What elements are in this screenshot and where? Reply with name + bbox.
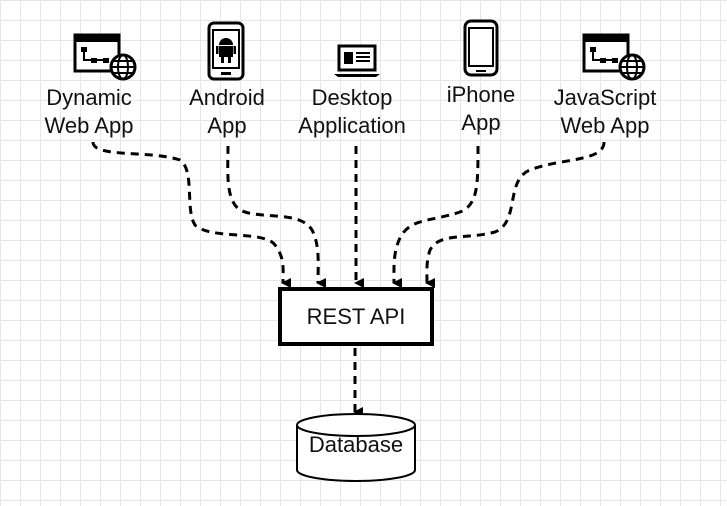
client-label-line1: Android bbox=[189, 85, 265, 110]
client-label-line2: Application bbox=[298, 113, 406, 138]
rest-api-box: REST API bbox=[278, 287, 434, 346]
edge-iphone-to-api bbox=[392, 145, 480, 288]
client-label-line1: JavaScript bbox=[553, 85, 657, 110]
client-label-line2: Web App bbox=[44, 113, 134, 138]
client-label-line1: iPhone bbox=[446, 82, 516, 107]
desktop-laptop-icon bbox=[334, 44, 380, 77]
database-label: Database bbox=[308, 432, 404, 457]
client-label-javascript-web-app: JavaScript Web App bbox=[554, 84, 657, 140]
edge-dynamic-to-api bbox=[91, 141, 292, 289]
android-phone-icon bbox=[207, 21, 245, 81]
client-label-android-app: Android App bbox=[189, 84, 265, 140]
client-label-line1: Desktop bbox=[311, 85, 393, 110]
rest-api-label: REST API bbox=[306, 303, 406, 329]
iphone-icon bbox=[463, 19, 499, 77]
client-label-iphone-app: iPhone App bbox=[447, 81, 516, 137]
client-label-line1: Dynamic bbox=[46, 85, 132, 110]
client-label-desktop-application: Desktop Application bbox=[298, 84, 406, 140]
client-label-dynamic-web-app: Dynamic Web App bbox=[45, 84, 134, 140]
edge-android-to-api bbox=[226, 145, 327, 289]
client-label-line2: Web App bbox=[560, 113, 650, 138]
client-label-line2: App bbox=[207, 113, 247, 138]
edge-javascript-to-api bbox=[425, 141, 606, 288]
web-app-globe-icon bbox=[582, 33, 646, 81]
client-label-line2: App bbox=[461, 110, 501, 135]
web-app-globe-icon bbox=[73, 33, 137, 81]
